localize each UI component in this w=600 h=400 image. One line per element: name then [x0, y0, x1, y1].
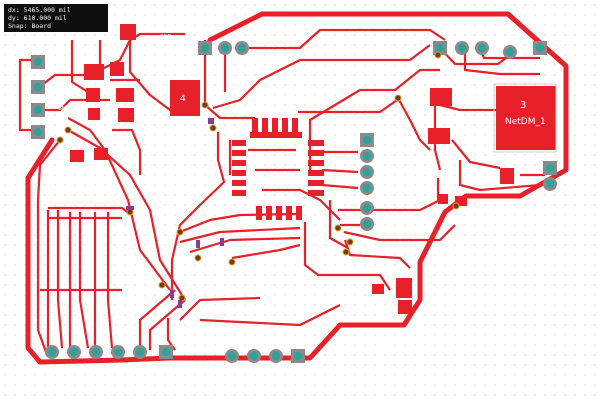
bottom-left-bus[interactable] [40, 206, 186, 350]
readout-snap: Snap: Board [8, 22, 52, 30]
gnd-label: GND [260, 336, 272, 342]
header-top-center [198, 41, 249, 55]
netdm-small-label: NetDM_1 [460, 92, 483, 98]
netdm-module[interactable]: 3 NetDM_1 [493, 83, 557, 153]
gnd-label: GND [58, 106, 70, 112]
gnd-label: GND [88, 368, 100, 374]
component-4-label: 4 [180, 94, 186, 104]
readout-dy: dy: 610.000 mil [8, 14, 67, 22]
ic-top-pins[interactable] [250, 118, 302, 138]
netdm-module-number: 3 [520, 100, 526, 111]
header-right-column [360, 133, 374, 231]
ic-left-pins[interactable] [232, 140, 246, 196]
copper-pours[interactable] [70, 24, 514, 314]
header-left-column [31, 55, 45, 139]
netdm-module-name: NetDM_1 [505, 117, 546, 127]
readout-dx: dx: 5465.000 mil [8, 6, 71, 14]
right-traces[interactable] [397, 47, 545, 200]
ic-bottom-pins[interactable] [256, 206, 302, 220]
header-bottom-center [225, 349, 305, 363]
left-traces[interactable] [18, 32, 196, 353]
header-bottom-left [45, 345, 173, 359]
header-pads[interactable] [31, 41, 557, 363]
gnd-label: GND [350, 100, 362, 106]
ic-right-pins[interactable] [308, 140, 324, 196]
header-right-pair [543, 161, 557, 191]
gnd-label: GND [470, 78, 482, 84]
gnd-label: GND [260, 60, 272, 66]
header-top-right [433, 41, 547, 59]
coordinate-readout: dx: 5465.000 mil dy: 610.000 mil Snap: B… [4, 4, 108, 32]
vias[interactable] [56, 51, 460, 302]
gnd-label: GND [160, 34, 172, 40]
gnd-label: GND [380, 344, 392, 350]
silkscreen-labels: GND GND GND GND GND GND GND GND [58, 34, 482, 374]
component-4[interactable]: 4 [170, 80, 200, 116]
thermal-markers [126, 118, 224, 308]
